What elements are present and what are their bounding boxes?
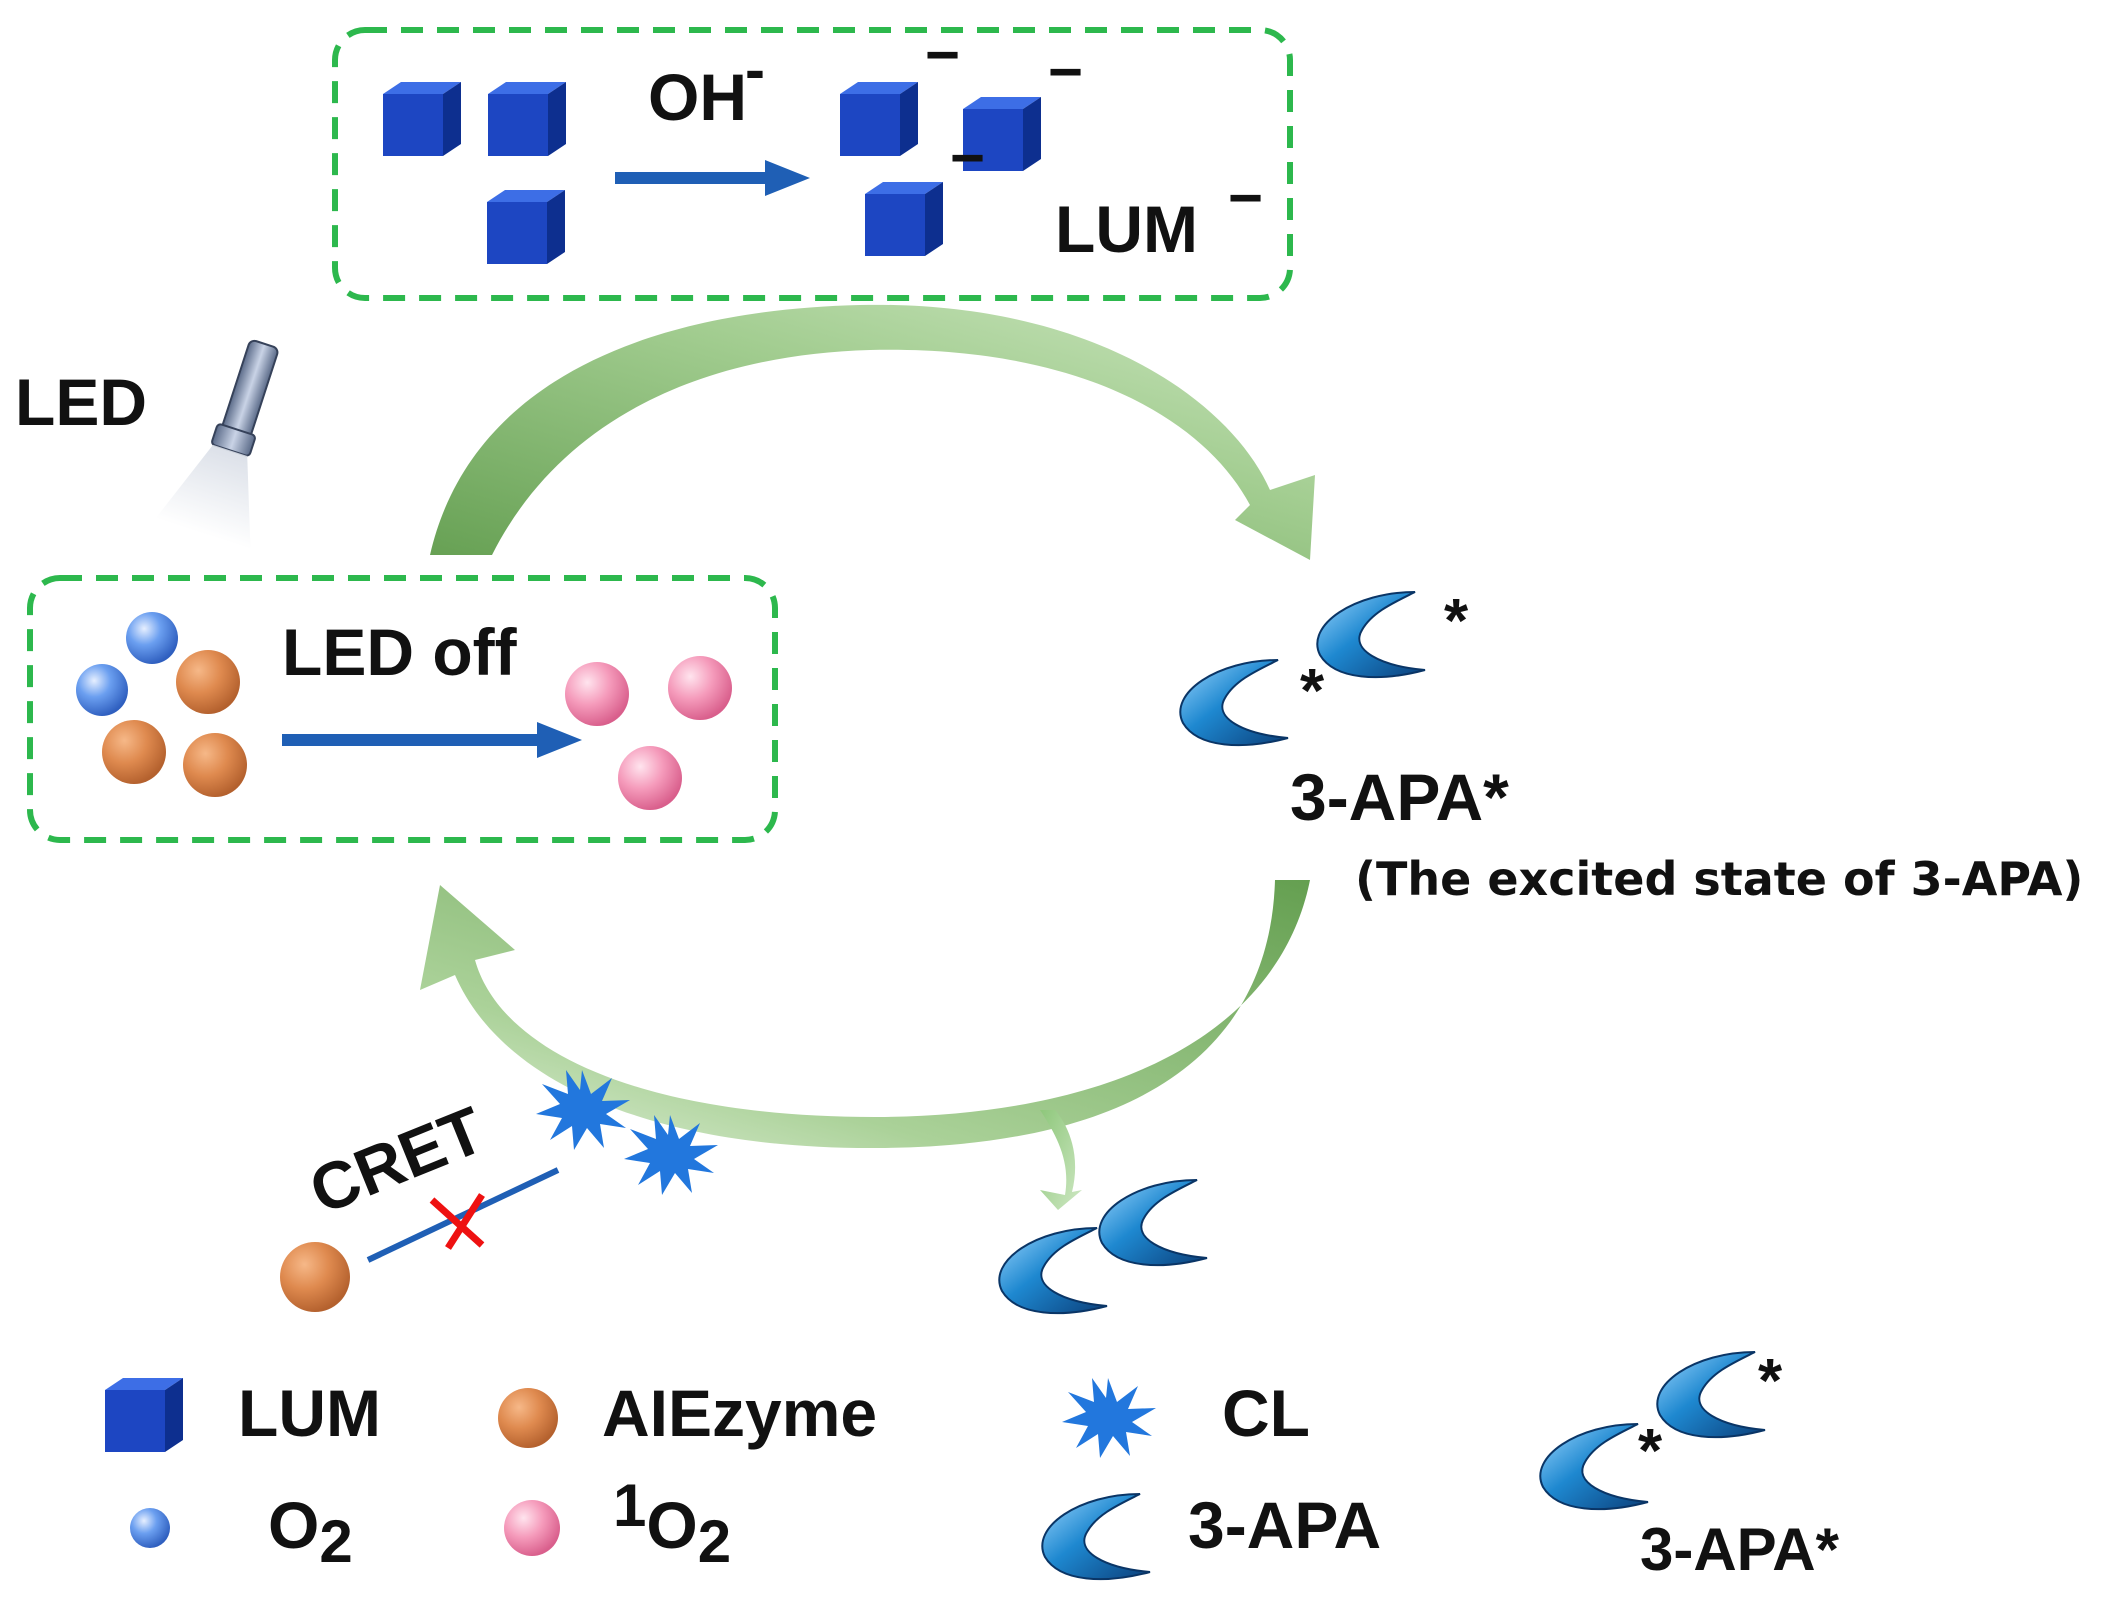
crescent-icon bbox=[1179, 659, 1289, 747]
aiezyme-sphere-icon bbox=[176, 650, 240, 714]
singlet-o2-sphere-icon bbox=[668, 656, 732, 720]
crescent-icon bbox=[998, 1227, 1108, 1315]
star-icon bbox=[1637, 1417, 1663, 1486]
crescent-icon bbox=[1539, 1423, 1649, 1511]
crescent-icon bbox=[1316, 591, 1426, 679]
singlet-o2-sphere-icon bbox=[618, 746, 682, 810]
led-off-label: LED off bbox=[282, 615, 518, 689]
charge-label: − bbox=[925, 21, 960, 88]
excited-label: 3-APA* bbox=[1290, 760, 1509, 834]
product-superscript: − bbox=[1228, 164, 1263, 231]
release-arrow bbox=[1040, 1110, 1082, 1210]
o2-sphere-icon bbox=[130, 1508, 170, 1548]
led-label: LED bbox=[15, 365, 147, 439]
star-icon bbox=[1299, 657, 1325, 726]
starburst-icon bbox=[1062, 1378, 1156, 1458]
star-icon bbox=[1757, 1347, 1783, 1416]
cube-icon bbox=[105, 1378, 183, 1452]
led-source: LED bbox=[15, 339, 279, 550]
released-3apa bbox=[998, 1179, 1208, 1315]
reaction-arrow-left bbox=[282, 722, 582, 758]
star-icon bbox=[1443, 587, 1469, 656]
o2-sphere-icon bbox=[126, 612, 178, 664]
crescent-icon bbox=[1041, 1493, 1151, 1581]
reagent-label: OH bbox=[648, 60, 747, 134]
legend-3apa: 3-APA bbox=[1188, 1488, 1381, 1562]
singlet-o2-sphere-icon bbox=[504, 1500, 560, 1556]
cube-icon bbox=[488, 82, 566, 156]
cret-label: CRET bbox=[300, 1092, 494, 1228]
legend-3apa-star: 3-APA* bbox=[1640, 1516, 1840, 1583]
charge-label: − bbox=[950, 124, 985, 191]
top-reaction-box: OH - − − − LUM − bbox=[332, 21, 1293, 301]
cycle-arrow-top bbox=[430, 304, 1315, 560]
o2-sphere-icon bbox=[76, 664, 128, 716]
legend-o2: O2 bbox=[268, 1488, 353, 1575]
flashlight-icon bbox=[155, 339, 279, 550]
aiezyme-sphere-icon bbox=[280, 1242, 350, 1312]
cycle-arrows bbox=[420, 304, 1315, 1210]
reaction-arrow-top bbox=[615, 160, 810, 196]
left-reaction-box: LED off bbox=[27, 575, 778, 843]
product-label: LUM bbox=[1055, 192, 1198, 266]
excited-note: (The excited state of 3-APA) bbox=[1355, 852, 2083, 906]
cret-line bbox=[366, 1167, 560, 1263]
aiezyme-sphere-icon bbox=[498, 1388, 558, 1448]
legend-aiezyme: AIEzyme bbox=[602, 1376, 877, 1450]
cube-icon bbox=[383, 82, 461, 156]
excited-state-group: 3-APA* (The excited state of 3-APA) bbox=[1179, 587, 2083, 906]
aiezyme-sphere-icon bbox=[183, 733, 247, 797]
crescent-icon bbox=[1656, 1351, 1766, 1439]
cube-icon bbox=[865, 182, 943, 256]
charge-label: − bbox=[1048, 38, 1083, 105]
cube-icon bbox=[840, 82, 918, 156]
reagent-superscript: - bbox=[745, 36, 765, 103]
singlet-o2-sphere-icon bbox=[565, 662, 629, 726]
legend: LUM AIEzyme CL O2 1O2 3-APA 3-APA* bbox=[105, 1347, 1840, 1583]
crescent-icon bbox=[1098, 1179, 1208, 1267]
legend-lum: LUM bbox=[238, 1376, 381, 1450]
legend-singlet-o2: 1O2 bbox=[613, 1472, 731, 1575]
cross-mark-icon bbox=[429, 1193, 485, 1250]
aiezyme-sphere-icon bbox=[102, 720, 166, 784]
legend-cl: CL bbox=[1222, 1376, 1310, 1450]
cube-icon bbox=[487, 190, 565, 264]
